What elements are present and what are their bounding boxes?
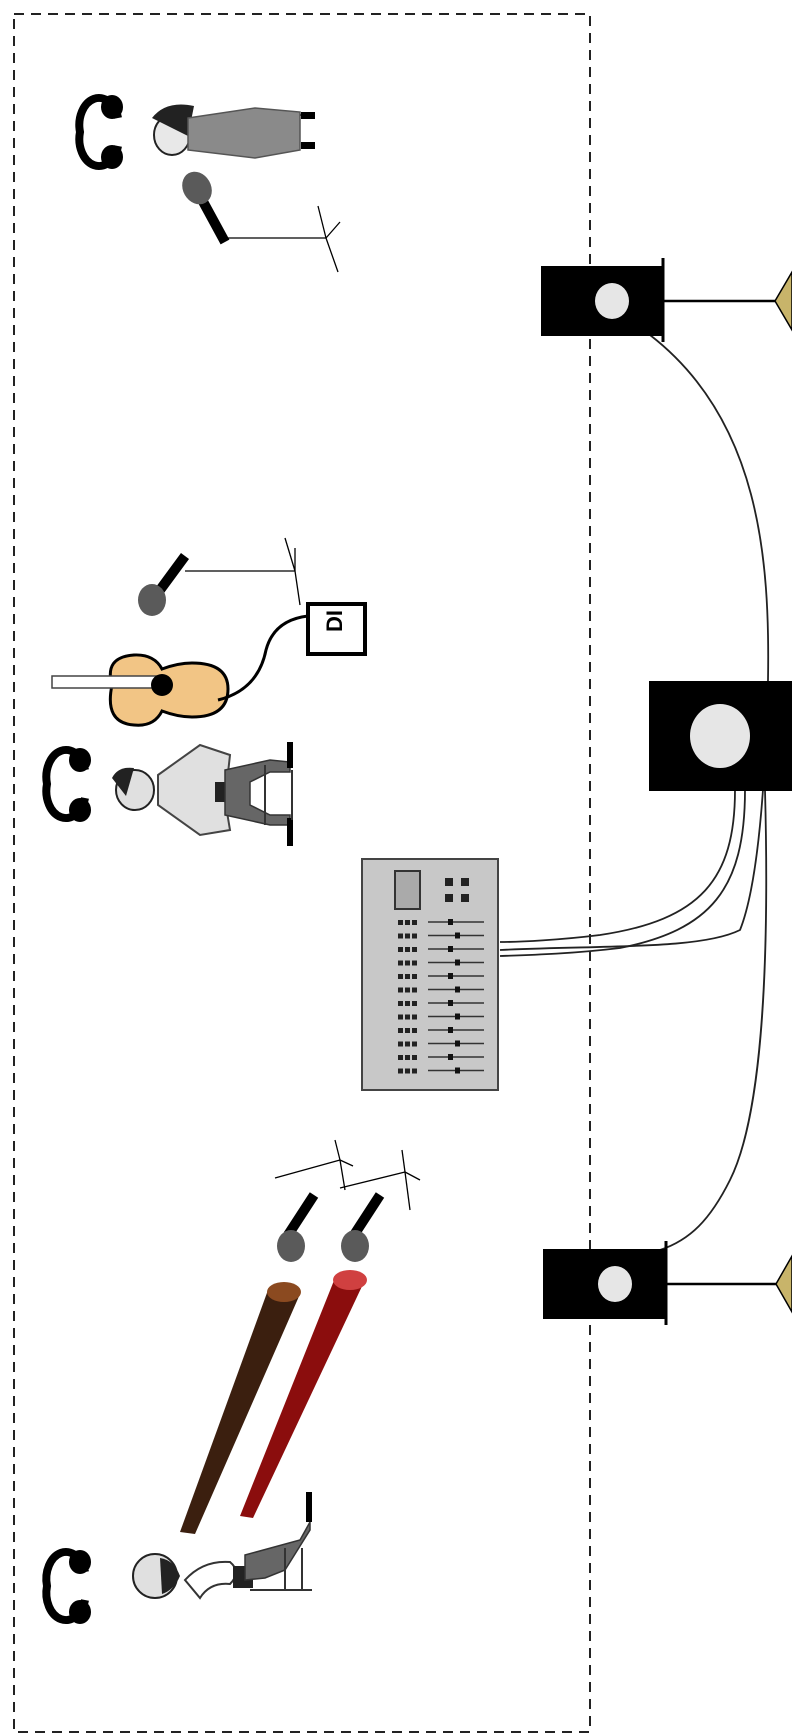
- mixer-knob: [398, 1041, 403, 1047]
- legs: [224, 759, 291, 826]
- mixer-knob: [398, 933, 403, 939]
- mixer-knob: [412, 1055, 417, 1060]
- di-cable: [217, 614, 309, 702]
- stage-lamp-bottom: [666, 1254, 792, 1314]
- mixer-knob: [412, 1028, 417, 1033]
- mixer-knob: [412, 1068, 417, 1074]
- mixer-knob: [398, 1068, 403, 1074]
- mixer-knob: [405, 933, 410, 939]
- performer-didgeridoo-player: [42, 1139, 421, 1625]
- mixer-knob: [405, 1068, 410, 1074]
- mixer-knob: [398, 920, 403, 925]
- stage-area-boundary: [13, 13, 591, 1733]
- microphone-icon: [182, 171, 230, 245]
- di-box-icon: DI: [306, 602, 367, 656]
- monitor-speaker-bottom: [543, 1241, 668, 1325]
- chair: [264, 765, 293, 825]
- mixer-knob: [412, 987, 417, 993]
- mixer-knob: [398, 1014, 403, 1020]
- mixer-knob: [405, 1055, 410, 1060]
- mixer-fader: [455, 932, 460, 939]
- mixer-knob: [405, 1014, 410, 1020]
- mic-stand-icon: [225, 205, 341, 273]
- mic-stand-icon: [339, 1149, 421, 1211]
- microphone-icon: [277, 1192, 319, 1262]
- mixer-fader: [455, 1040, 460, 1047]
- mixer-knob: [405, 920, 410, 925]
- mixing-console: [361, 858, 499, 1091]
- mixer-fader: [455, 986, 460, 993]
- didgeridoo-icon: [180, 1282, 301, 1534]
- mixer-knob: [405, 974, 410, 979]
- main-speaker-center: [649, 681, 792, 791]
- performer-vocalist: [75, 93, 341, 273]
- mixer-fader: [448, 1027, 453, 1033]
- didgeridoo-icon: [240, 1270, 367, 1518]
- mixer-channel-strips: [398, 919, 484, 1074]
- mic-stand-icon: [274, 1139, 354, 1191]
- mixer-knob: [412, 1041, 417, 1047]
- dress: [187, 107, 301, 159]
- mixer-buttons: [445, 878, 469, 902]
- mixer-knob: [412, 933, 417, 939]
- mixer-knob: [405, 960, 410, 966]
- mixer-knob: [398, 1028, 403, 1033]
- mixer-knob: [398, 1055, 403, 1060]
- mixer-knob: [405, 987, 410, 993]
- mixer-knob: [412, 947, 417, 952]
- mixer-fader: [448, 919, 453, 925]
- monitor-speaker-top: [541, 258, 665, 342]
- acoustic-guitar-icon: [51, 653, 230, 727]
- mic-stand-icon: [185, 537, 301, 606]
- headphones-icon: [42, 745, 91, 823]
- mixer-fader: [448, 973, 453, 979]
- mixer-knob: [405, 1041, 410, 1047]
- mixer-knob: [398, 987, 403, 993]
- mixer-knob: [412, 1014, 417, 1020]
- di-label: DI: [322, 610, 347, 632]
- chair: [250, 1548, 312, 1591]
- mixer-knob: [398, 947, 403, 952]
- mixer-fader: [455, 1067, 460, 1074]
- mixer-knob: [412, 974, 417, 979]
- stage-lamp-top: [663, 270, 792, 332]
- headphones-icon: [75, 93, 123, 171]
- microphone-icon: [138, 553, 190, 616]
- legs: [244, 1519, 311, 1581]
- mixer-knob: [405, 947, 410, 952]
- mixer-knob: [398, 1001, 403, 1006]
- mixer-knob: [412, 920, 417, 925]
- arm: [183, 1560, 237, 1600]
- mixer-knob: [398, 960, 403, 966]
- mixer-knob: [398, 974, 403, 979]
- speaker-cables: [499, 334, 770, 1251]
- mixer-fader: [448, 946, 453, 952]
- performer-guitarist: DI: [42, 537, 367, 846]
- mixer-fader: [448, 1000, 453, 1006]
- mixer-fader: [455, 1013, 460, 1020]
- mixer-fader: [455, 959, 460, 966]
- mixer-display: [394, 870, 421, 910]
- headphones-icon: [42, 1547, 91, 1625]
- mixer-knob: [405, 1001, 410, 1006]
- mixer-knob: [412, 960, 417, 966]
- mixer-knob: [412, 1001, 417, 1006]
- microphone-icon: [341, 1192, 385, 1262]
- mixer-knob: [405, 1028, 410, 1033]
- mixer-fader: [448, 1054, 453, 1060]
